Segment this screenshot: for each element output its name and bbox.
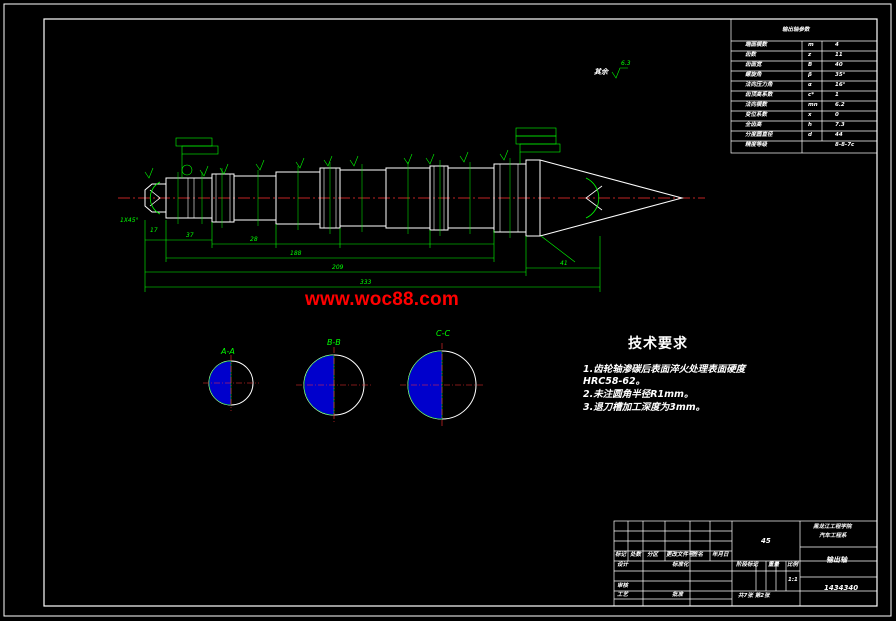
param-cell: B: [808, 62, 813, 68]
param-cell: 法向压力角: [745, 82, 773, 88]
department-name: 汽车工程系: [819, 533, 847, 539]
param-cell: c*: [808, 92, 815, 98]
tb-label-stage-mark: 阶段标记: [736, 562, 759, 568]
param-table-title: 输出轴参数: [782, 27, 810, 33]
outer-border: [3, 3, 892, 617]
tech-requirement-line-4: 3.退刀槽加工深度为3mm。: [583, 402, 706, 413]
param-cell: 8-8-7c: [835, 142, 855, 148]
tolerance-frames: [175, 127, 561, 178]
tb-label-standardize: 标准化: [672, 562, 689, 568]
tb-label-signature: 签名: [692, 552, 704, 558]
dim-d1: 209: [332, 264, 344, 271]
roughness-marks: [144, 67, 628, 179]
dim-d2: 188: [290, 250, 302, 257]
param-cell: 齿面宽: [745, 62, 762, 68]
param-cell: 变位系数: [745, 112, 768, 118]
scale-value: 1:1: [788, 577, 798, 583]
tech-requirement-line-3: 2.未注圆角半径R1mm。: [583, 389, 694, 400]
param-cell: m: [808, 42, 814, 48]
param-cell: x: [808, 112, 812, 118]
tb-label-date: 年月日: [712, 552, 729, 558]
drawing-number: 1434340: [824, 584, 859, 592]
dim-d3: 41: [560, 260, 568, 267]
section-a-a: [203, 355, 259, 411]
param-cell: z: [808, 52, 812, 58]
param-cell: 0: [835, 112, 839, 118]
param-cell: 40: [835, 62, 843, 68]
dim-d5: 28: [250, 236, 258, 243]
tech-requirements-title: 技术要求: [628, 336, 688, 352]
sheet-count: 共7张 第2张: [738, 593, 770, 599]
tb-label-count: 处数: [630, 552, 642, 558]
parameter-table-grid: [730, 18, 878, 154]
tb-label-review: 审核: [617, 583, 629, 589]
tb-label-change-doc: 更改文件号: [666, 552, 694, 558]
param-cell: 1: [835, 92, 839, 98]
param-cell: 齿数: [745, 52, 757, 58]
surface-roughness-value: 6.3: [621, 60, 631, 67]
param-cell: α: [808, 82, 812, 88]
watermark-text: www.woc88.com: [305, 289, 459, 310]
shaft-steps: [187, 164, 519, 232]
param-cell: 端面模数: [745, 42, 768, 48]
param-cell: 分度圆直径: [745, 132, 773, 138]
section-b-b: [296, 347, 372, 423]
part-name: 输出轴: [826, 556, 847, 564]
param-cell: d: [808, 132, 812, 138]
dim-total-length: 333: [360, 279, 372, 286]
title-block-grid: [613, 520, 878, 607]
tech-requirement-line-1: 1.齿轮轴渗碳后表面淬火处理表面硬度: [583, 364, 746, 375]
section-label-c: C-C: [436, 329, 451, 338]
param-cell: 齿顶高系数: [745, 92, 773, 98]
param-cell: 4: [835, 42, 839, 48]
tb-label-weight: 重量: [768, 562, 780, 568]
tb-label-approve: 批准: [672, 592, 684, 598]
param-cell: 螺旋角: [745, 72, 762, 78]
surface-roughness-note: 其余: [594, 68, 608, 76]
param-cell: 6.2: [835, 102, 845, 108]
param-cell: 法向模数: [745, 102, 768, 108]
dim-d4: 37: [186, 232, 194, 239]
tb-label-zone: 分区: [647, 552, 659, 558]
tb-label-process: 工艺: [617, 592, 629, 598]
dim-chamfer: 1X45°: [120, 217, 139, 224]
inner-border: [43, 18, 878, 607]
tb-label-marks: 标记: [615, 552, 627, 558]
param-cell: h: [808, 122, 812, 128]
param-cell: β: [808, 72, 812, 78]
school-name: 黑龙江工程学院: [813, 524, 852, 530]
param-cell: 35°: [835, 72, 846, 78]
param-cell: 44: [835, 132, 843, 138]
param-cell: 7.3: [835, 122, 845, 128]
section-c-c: [400, 343, 484, 427]
param-cell: 11: [835, 52, 843, 58]
param-cell: mn: [808, 102, 818, 108]
centre-holes: [149, 177, 603, 219]
param-cell: 全齿高: [745, 122, 762, 128]
tb-label-ratio: 比例: [787, 562, 799, 568]
section-label-a: A-A: [221, 347, 235, 356]
param-cell: 精度等级: [745, 142, 768, 148]
material: 45: [761, 537, 771, 545]
param-cell: 16°: [835, 82, 846, 88]
tb-label-design: 设计: [617, 562, 629, 568]
diameter-marks: [177, 158, 511, 238]
dimension-lines: [144, 220, 601, 292]
dim-d6: 17: [150, 227, 158, 234]
section-label-b: B-B: [327, 338, 341, 347]
tech-requirement-line-2: HRC58-62。: [583, 376, 646, 387]
